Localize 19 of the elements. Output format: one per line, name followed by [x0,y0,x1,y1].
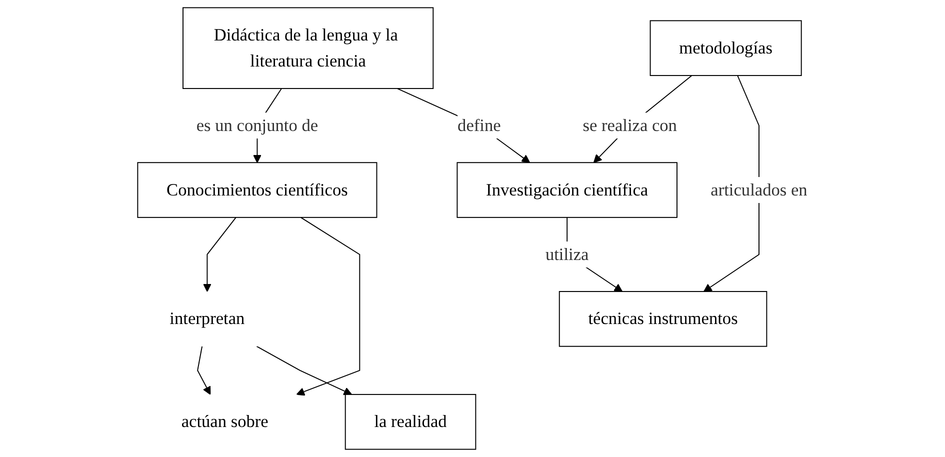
arrow [202,216,236,292]
node-text: interpretan [170,308,245,328]
arrow [256,346,352,396]
node-box: técnicas instrumentos [558,291,768,347]
edge-label: articulados en [710,180,808,200]
edge-label: define [458,115,501,135]
arrow [396,88,530,163]
arrow [296,216,360,396]
edge-label: es un conjunto de [196,115,318,135]
edge-label: utiliza [545,244,589,264]
node-box: metodologías [650,20,802,76]
node-box: Investigación científica [456,162,678,218]
node-box: Didáctica de la lengua y la literatura ciencia [182,7,434,89]
arrow [197,346,211,395]
node-box: Conocimientos científicos [137,162,378,218]
arrow [703,75,760,292]
node-box: la realidad [344,394,476,450]
node-text: actúan sobre [181,412,268,432]
edge-label: se realiza con [582,115,677,135]
